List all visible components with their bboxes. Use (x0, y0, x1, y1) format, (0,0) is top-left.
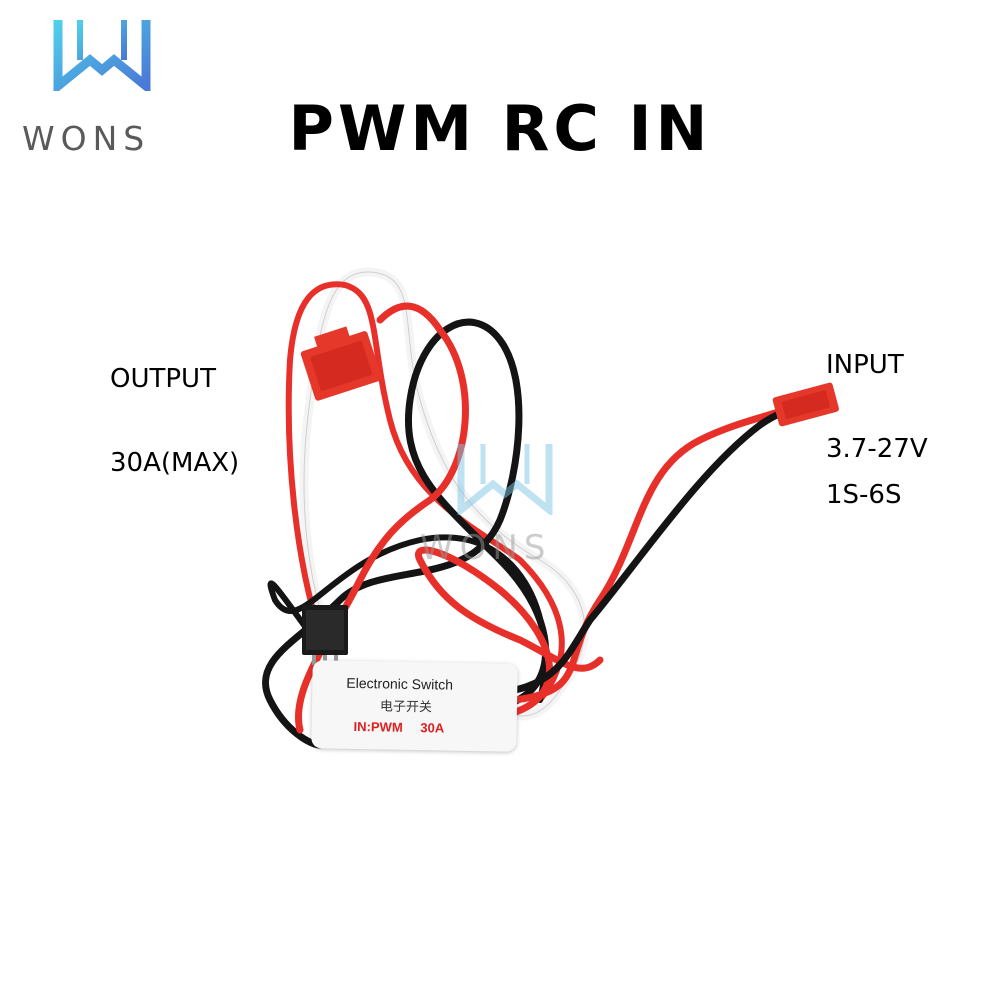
module-label-english: Electronic Switch (346, 674, 454, 693)
servo-connector (302, 605, 348, 665)
input-label: INPUT (826, 350, 904, 380)
page-title: PWM RC IN (288, 92, 712, 165)
brand-logo: WONS (22, 16, 182, 158)
input-black-wire (511, 408, 789, 694)
red-servo-wire (285, 281, 565, 703)
output-red-wire (415, 546, 604, 719)
input-red-wire (511, 406, 789, 704)
input-connector (772, 382, 839, 427)
watermark-text: WONS (420, 528, 552, 568)
input-voltage: 3.7-27V (826, 434, 928, 464)
watermark-logo-icon (457, 444, 553, 515)
wons-logo-icon (53, 20, 151, 91)
output-label: OUTPUT (110, 364, 216, 394)
output-black-wire (261, 318, 550, 749)
output-connector (300, 326, 382, 401)
watermark: WONS (420, 440, 590, 570)
input-cells: 1S-6S (826, 480, 902, 510)
output-rating: 30A(MAX) (110, 448, 240, 478)
brand-name: WONS (22, 119, 151, 158)
electronic-switch-module: Electronic Switch 电子开关 IN:PWM 30A (311, 660, 518, 752)
module-rating: IN:PWM 30A (353, 718, 445, 736)
module-label-chinese: 电子开关 (379, 699, 433, 716)
